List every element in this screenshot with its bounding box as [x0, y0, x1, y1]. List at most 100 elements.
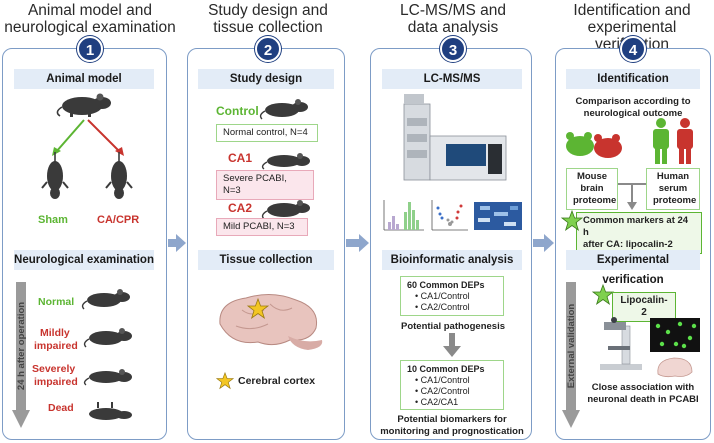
step-number-2: 2 — [255, 36, 281, 62]
green-star-icon — [591, 283, 615, 306]
lipocalin-box: Lipocalin-2 — [612, 292, 676, 322]
volcano-plot-icon — [431, 200, 468, 231]
time-label: 24 h after operation — [16, 301, 27, 391]
star-legend-icon — [215, 371, 235, 390]
header-experimental-verification: Experimental verification — [566, 250, 700, 286]
header-tissue-collection: Tissue collection — [198, 250, 334, 270]
human-pair-icon — [653, 118, 693, 164]
flow-arrow-2-3 — [359, 234, 369, 252]
level-severely-impaired: impaired — [34, 376, 78, 388]
mouse-normal-icon — [81, 289, 130, 310]
column-title-2: Study design and tissue collection — [182, 2, 354, 36]
microscope-icon — [600, 317, 642, 370]
close-association-text: Close association with neuronal death in… — [578, 382, 708, 406]
box-line: proteome — [653, 195, 697, 206]
brain-section-icon — [657, 357, 693, 378]
brain-icon — [219, 294, 323, 350]
pathogenesis-caption: Potential pathogenesis — [401, 321, 505, 332]
text-line: neuronal death in PCABI — [587, 394, 699, 405]
arrow-shaft — [168, 239, 176, 247]
deps-60-title: 60 Common DEPs — [407, 280, 485, 290]
green-star-icon — [560, 209, 584, 232]
header-identification: Identification — [566, 69, 700, 89]
validation-arrow — [562, 282, 580, 428]
text-line: Close association with — [591, 382, 695, 393]
deps-60-list: CA1/Control CA2/Control — [407, 291, 497, 313]
external-validation-label: External validation — [566, 303, 577, 389]
header-bioinformatic-analysis: Bioinformatic analysis — [382, 250, 522, 270]
list-item: CA1/Control — [415, 291, 497, 302]
arrow-shaft — [533, 239, 545, 247]
mouse-dead-icon — [89, 402, 132, 420]
header-study-design: Study design — [198, 69, 334, 89]
deps-10-list: CA1/Control CA2/Control CA2/CA1 — [407, 375, 497, 408]
list-item: CA2/CA1 — [415, 397, 497, 408]
box-line: Mouse — [576, 171, 608, 182]
ca1-label: CA1 — [228, 151, 253, 165]
list-item: CA2/Control — [415, 302, 497, 313]
flow-arrow-1-2 — [176, 234, 186, 252]
control-label: Control — [216, 104, 259, 118]
mouse-control-icon — [259, 99, 308, 120]
box-line: Human — [656, 171, 690, 182]
control-box: Normal control, N=4 — [216, 124, 318, 142]
step-number-4: 4 — [620, 36, 646, 62]
ca1-box: Severe PCABI, N=3 — [216, 170, 314, 200]
common-deps-10-box: 10 Common DEPs CA1/Control CA2/Control C… — [400, 360, 504, 410]
common-deps-60-box: 60 Common DEPs CA1/Control CA2/Control — [400, 276, 504, 316]
human-serum-proteome-box: Human serum proteome — [646, 168, 700, 210]
arrow-shaft — [346, 239, 360, 247]
list-item: CA2/Control — [415, 386, 497, 397]
header-animal-model: Animal model — [14, 69, 154, 89]
star-icon — [246, 297, 270, 320]
comparison-text: Comparison according to neurological out… — [560, 96, 706, 120]
cacpr-mouse-icon — [105, 152, 133, 199]
box-line: after CA: lipocalin-2 — [583, 239, 673, 250]
merge-connector — [618, 183, 646, 210]
sham-label: Sham — [38, 214, 68, 226]
mouse-ca2-icon — [261, 200, 310, 220]
ca2-box: Mild PCABI, N=3 — [216, 218, 308, 236]
box-line: serum — [658, 183, 688, 194]
header-lcms: LC-MS/MS — [382, 69, 522, 89]
ca2-label: CA2 — [228, 201, 253, 215]
flow-arrow-3-4 — [544, 234, 554, 252]
title-line: Identification and — [573, 2, 691, 19]
level-mildly: Mildly — [40, 327, 70, 339]
level-mildly-impaired: impaired — [34, 340, 78, 352]
mouse-ca1-icon — [261, 153, 310, 170]
common-markers-box: Common markers at 24 h after CA: lipocal… — [576, 212, 702, 254]
header-neurological-exam: Neurological examination — [14, 250, 154, 270]
lcms-instrument-icon — [403, 94, 507, 181]
box-line: proteome — [573, 195, 617, 206]
box-line: brain — [580, 183, 604, 194]
mouse-pair-icon — [566, 132, 622, 158]
fluorescence-image-icon — [650, 318, 700, 352]
title-line: Animal model and — [27, 2, 153, 19]
caption-line: monitoring and prognostication — [380, 426, 524, 437]
histogram-icon — [383, 200, 424, 231]
title-line: LC-MS/MS and — [400, 2, 506, 19]
comparison-line: Comparison according to — [575, 96, 691, 107]
level-normal: Normal — [38, 296, 75, 308]
cacpr-label: CA/CPR — [97, 214, 140, 226]
caption-line: Potential biomarkers for — [397, 414, 507, 425]
sham-mouse-icon — [41, 152, 69, 199]
title-line: tissue collection — [213, 19, 323, 36]
box-line: Common markers at 24 h — [583, 215, 689, 238]
list-item: CA1/Control — [415, 375, 497, 386]
mouse-mild-icon — [83, 328, 132, 348]
deps-10-title: 10 Common DEPs — [407, 364, 485, 374]
title-line: neurological examination — [4, 19, 176, 36]
time-arrow — [12, 282, 30, 428]
mouse-severe-icon — [83, 369, 132, 386]
cortex-label: Cerebral cortex — [238, 375, 316, 387]
comparison-line: neurological outcome — [583, 108, 683, 119]
heatmap-icon — [474, 202, 522, 230]
column-title-3: LC-MS/MS and data analysis — [370, 2, 536, 36]
level-dead: Dead — [48, 402, 74, 414]
mouse-icon — [56, 93, 111, 117]
column-title-1: Animal model and neurological examinatio… — [0, 2, 180, 36]
title-line: data analysis — [407, 19, 499, 36]
branch-arrows — [52, 119, 124, 156]
